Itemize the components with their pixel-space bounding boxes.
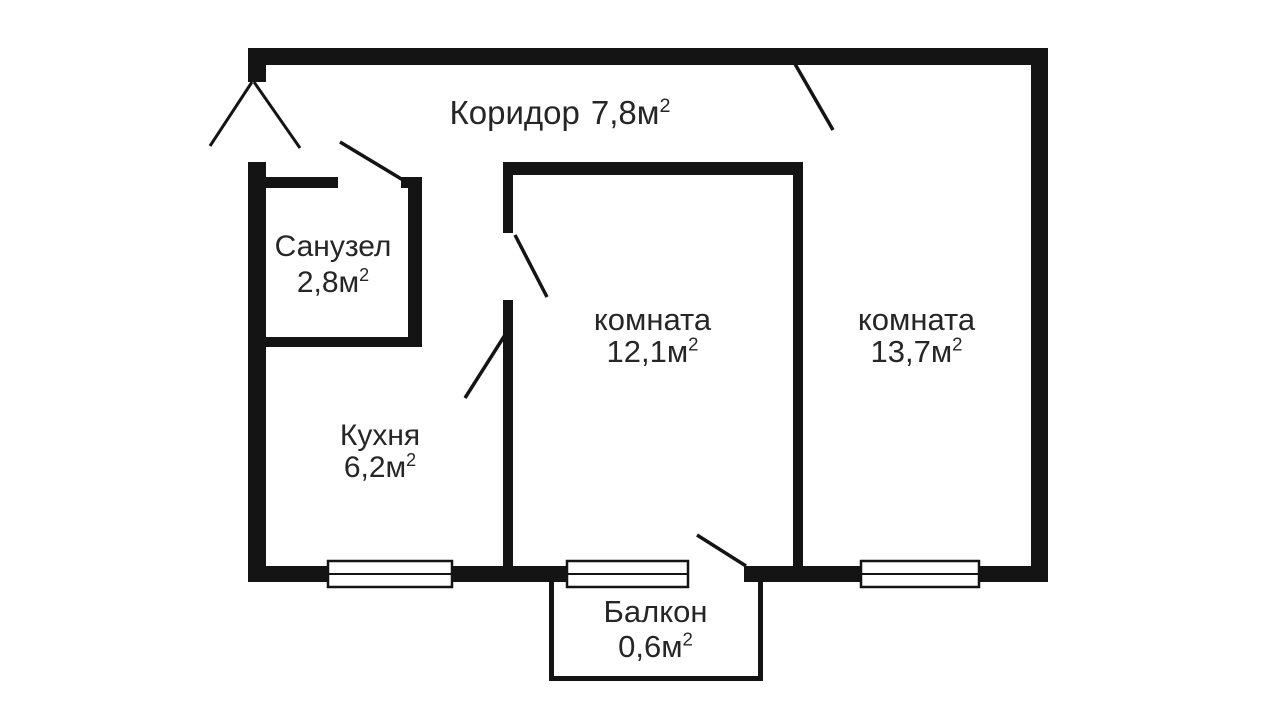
kitchen-door-leaf [463, 334, 507, 399]
bathroom-right-wall [408, 177, 422, 347]
door-swings [208, 63, 835, 568]
outer-wall-left-entrance-stub [248, 48, 266, 82]
area-superscript: 2 [406, 449, 417, 470]
room-area: 2,8м2 [252, 265, 414, 301]
entrance-door-leaf-right [252, 81, 302, 149]
area-superscript: 2 [359, 265, 370, 285]
room-area-value: 13,7м [870, 333, 953, 369]
windows [326, 559, 981, 589]
outer-wall-left [248, 162, 266, 582]
balcony-door-leaf [696, 533, 747, 568]
room-middle-top-wall [503, 162, 803, 175]
room-name: Коридор [449, 94, 580, 131]
room-name: Кухня [339, 419, 421, 452]
bathroom-door-leaf [339, 140, 404, 182]
room-middle-left-wall-lower [503, 300, 513, 566]
room-area-value: 7,8м [590, 94, 660, 131]
room-area: 6,2м2 [299, 449, 461, 484]
room-right-door-leaf [793, 63, 835, 131]
room-area-value: 6,2м [343, 450, 407, 484]
rooms-divider-wall [793, 162, 803, 566]
bathroom-bottom-wall [266, 337, 422, 347]
room-area-value: 12,1м [606, 333, 689, 369]
room-label-corridor: Коридор 7,8м2 [395, 94, 725, 132]
room-name: Балкон [603, 594, 708, 629]
balcony-outline [549, 576, 763, 681]
room-area: 13,7м2 [834, 333, 999, 369]
room-area-value: 0,6м [618, 629, 683, 665]
room-area: 7,8м2 [591, 94, 671, 131]
outer-wall-top [248, 48, 1048, 65]
area-superscript: 2 [659, 95, 671, 117]
entrance-door-leaf-left [208, 81, 254, 147]
room-area: 0,6м2 [573, 629, 738, 664]
room-middle-door-leaf [513, 234, 549, 298]
room-area-value: 2,8м [296, 266, 360, 299]
outer-walls [248, 48, 1048, 582]
room-name: Санузел [274, 230, 392, 263]
room-name: комната [857, 302, 976, 337]
outer-wall-bottom-seg1 [248, 566, 330, 582]
area-superscript: 2 [688, 333, 699, 355]
outer-wall-bottom-seg4 [978, 566, 1048, 582]
room-middle-left-wall-upper [503, 162, 513, 233]
area-superscript: 2 [952, 333, 963, 355]
outer-wall-bottom-seg2 [451, 566, 568, 582]
outer-wall-right [1031, 48, 1048, 582]
area-superscript: 2 [682, 628, 693, 650]
room-name: комната [593, 302, 712, 337]
room-area: 12,1м2 [570, 333, 735, 369]
outer-wall-bottom-seg3 [744, 566, 862, 582]
inner-walls [266, 162, 803, 566]
bathroom-top-wall [266, 177, 338, 188]
